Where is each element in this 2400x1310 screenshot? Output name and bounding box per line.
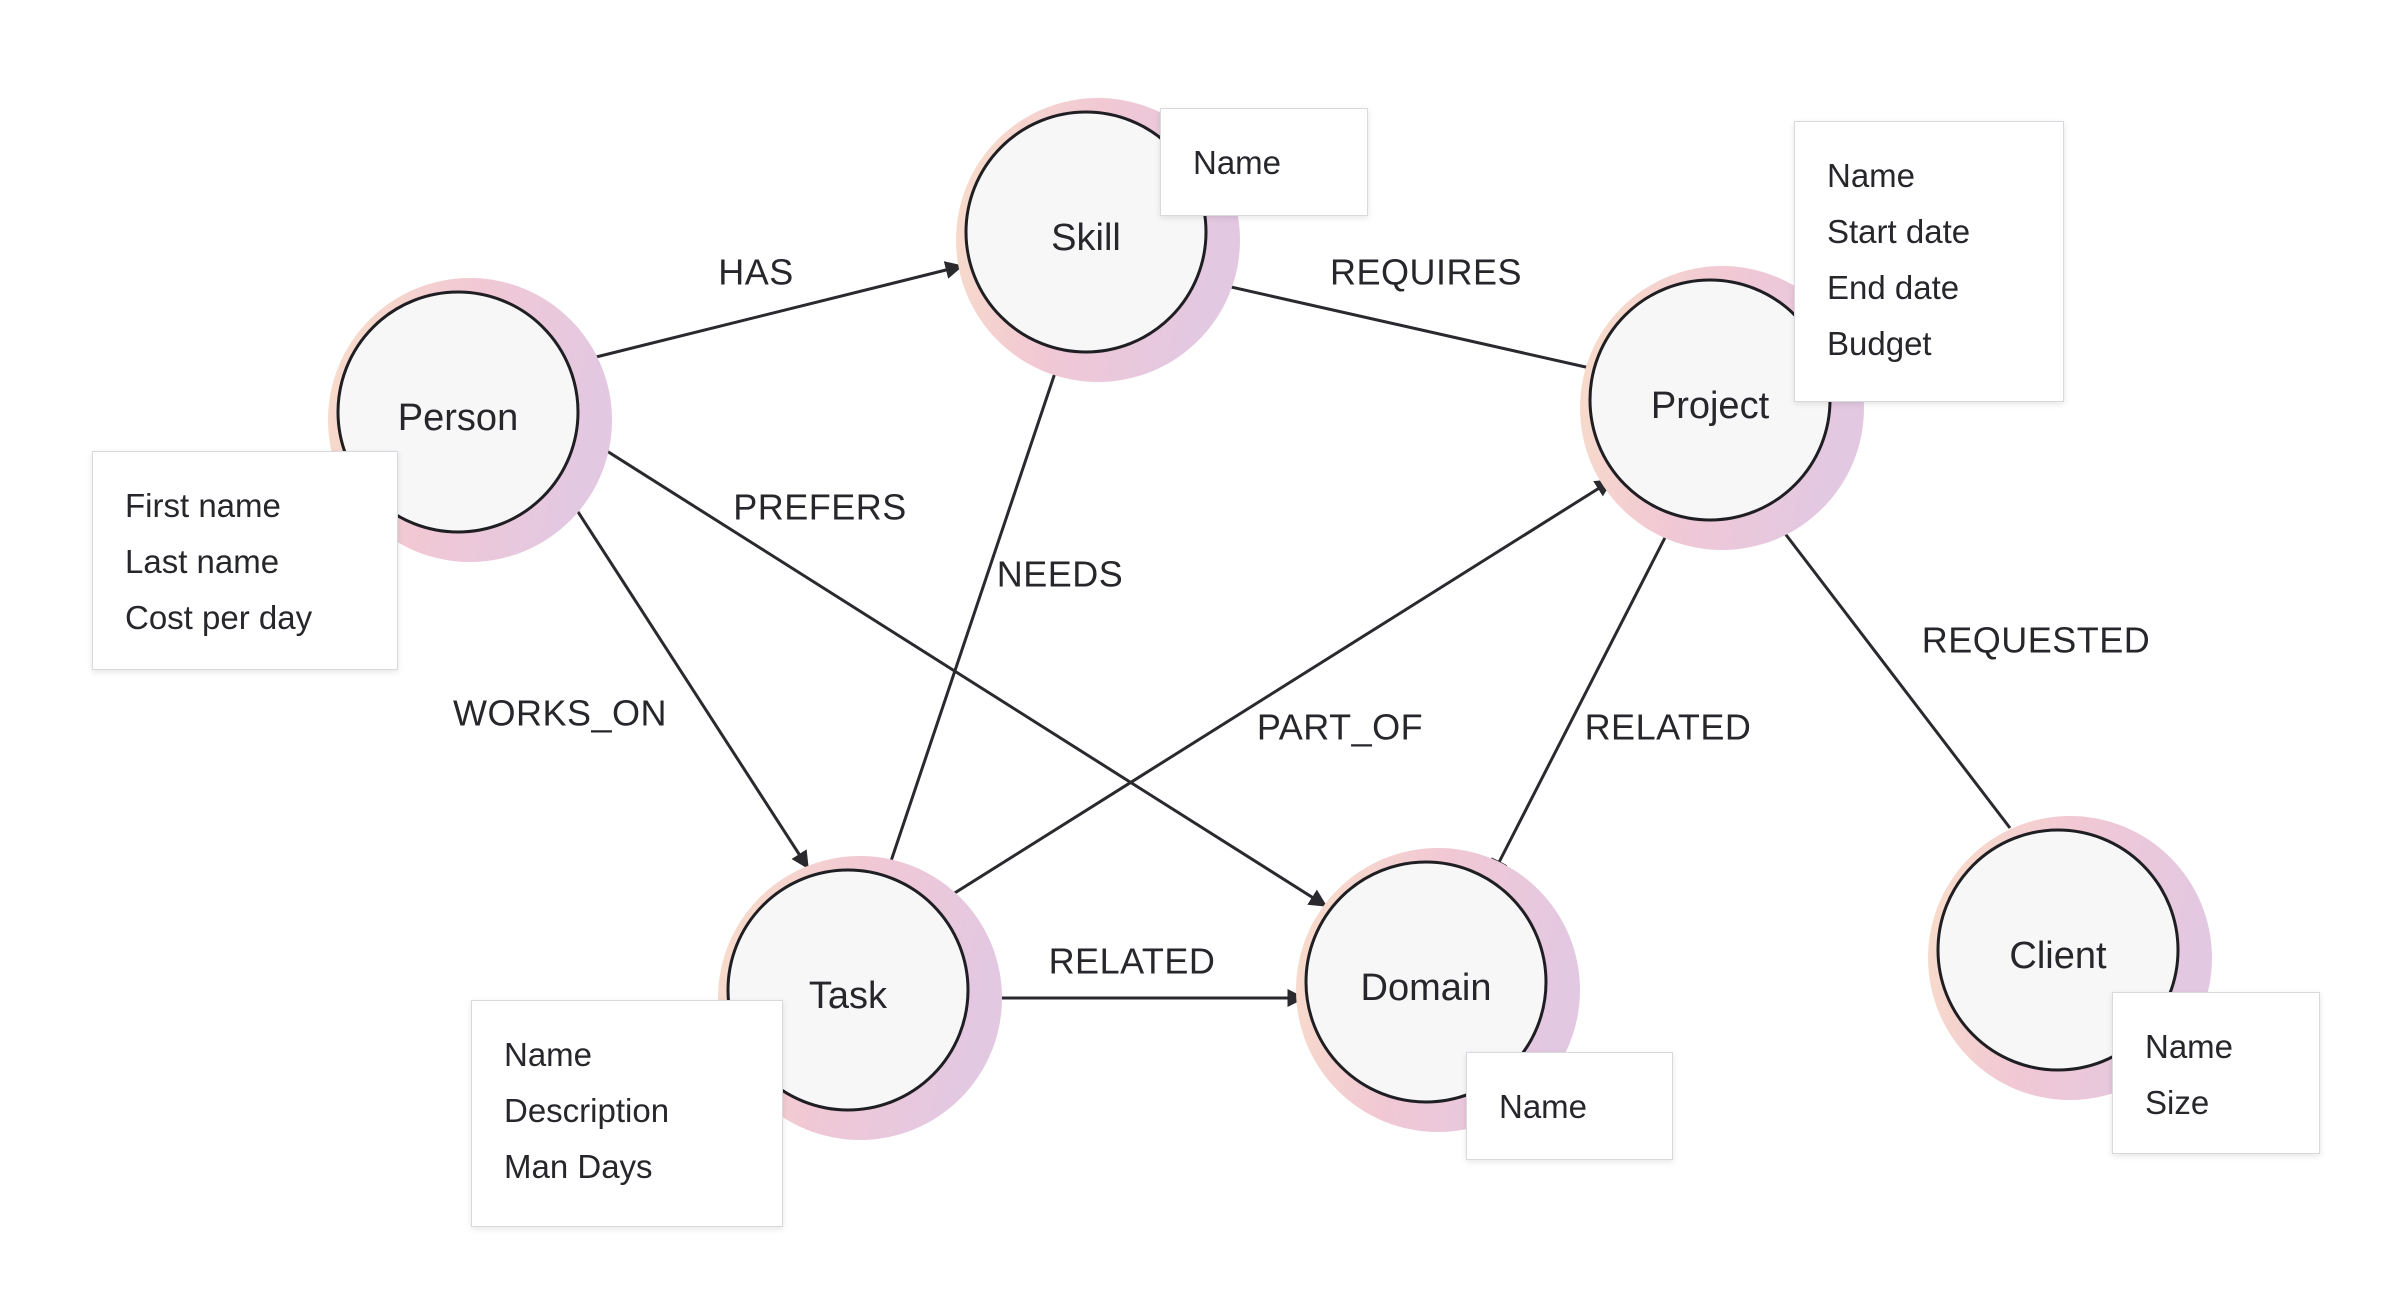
edge-needs (886, 356, 1064, 871)
node-label-project: Project (1651, 385, 1770, 427)
node-project[interactable]: Project (1580, 266, 1864, 550)
property-item: Description (504, 1092, 670, 1129)
node-label-person: Person (398, 397, 518, 439)
edge-works-on (558, 483, 810, 870)
node-circle[interactable] (726, 868, 970, 1112)
edge-has (575, 261, 964, 364)
node-label-task: Task (809, 975, 888, 1017)
property-item: Size (2145, 1084, 2210, 1121)
edge-requires (1198, 274, 1591, 370)
edge-requested (1762, 504, 2012, 829)
edge-label-related-task-domain: RELATED (1049, 941, 1216, 982)
property-item: First name (125, 487, 281, 524)
edge-label-requested: REQUESTED (1922, 620, 2151, 661)
node-circle[interactable] (964, 110, 1208, 354)
property-item: Name (2145, 1028, 2234, 1065)
edge-label-works-on: WORKS_ON (453, 693, 667, 734)
property-item: Name (1499, 1088, 1588, 1125)
node-circle[interactable] (1304, 860, 1548, 1104)
property-item: Name (1193, 144, 1282, 181)
property-item: Name (1827, 157, 1916, 194)
edge-label-needs: NEEDS (997, 554, 1124, 595)
property-item: Man Days (504, 1148, 653, 1185)
node-label-skill: Skill (1051, 217, 1121, 259)
node-task[interactable]: Task (718, 856, 1002, 1140)
property-item: Last name (125, 543, 280, 580)
property-item: Budget (1827, 325, 1932, 362)
property-item: Cost per day (125, 599, 313, 636)
node-label-domain: Domain (1361, 967, 1492, 1009)
property-item: End date (1827, 269, 1960, 306)
edge-related-project-domain (1490, 519, 1676, 878)
edge-label-part-of: PART_OF (1257, 707, 1423, 748)
node-person[interactable]: Person (328, 278, 612, 562)
node-circle[interactable] (336, 290, 580, 534)
edge-part-of (933, 478, 1614, 908)
edge-prefers (579, 432, 1328, 908)
edge-label-related-project-domain: RELATED (1585, 707, 1752, 748)
edge-label-has: HAS (718, 252, 794, 293)
edge-label-prefers: PREFERS (733, 487, 907, 528)
properties-panel-domain: Name (1466, 1052, 1673, 1160)
properties-panel-skill: Name (1160, 108, 1368, 216)
node-label-client: Client (2009, 935, 2107, 977)
property-item: Name (504, 1036, 593, 1073)
edge-label-requires: REQUIRES (1330, 252, 1522, 293)
property-item: Start date (1827, 213, 1971, 250)
